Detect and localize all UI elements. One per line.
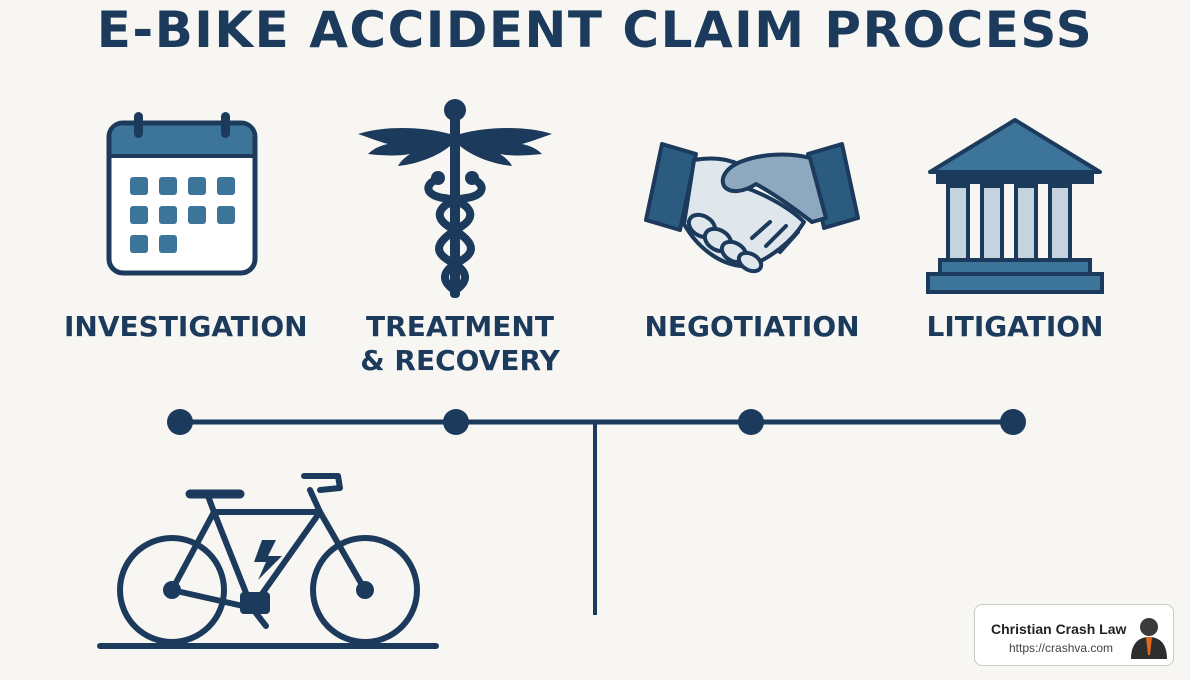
brand-url[interactable]: https://crashva.com [1009, 641, 1114, 655]
timeline-node-investigation [167, 409, 193, 435]
timeline-node-litigation [1000, 409, 1026, 435]
step-label-litigation: LITIGATION [926, 310, 1104, 343]
brand-name: Christian Crash Law [991, 621, 1127, 637]
caduceus-icon [358, 99, 552, 298]
step-label-negotiation: NEGOTIATION [644, 310, 860, 343]
calendar-icon [106, 112, 258, 276]
courthouse-icon [926, 118, 1104, 294]
page-title: E-BIKE ACCIDENT CLAIM PROCESS [96, 1, 1094, 59]
step-label-treatment-recovery: TREATMENT & RECOVERY [360, 310, 560, 377]
step-label-investigation: INVESTIGATION [64, 310, 308, 343]
avatar [1131, 618, 1167, 659]
handshake-icon [644, 142, 860, 274]
timeline-node-negotiation [738, 409, 764, 435]
timeline-node-treatment [443, 409, 469, 435]
brand-badge[interactable]: Christian Crash Law https://crashva.com [974, 604, 1174, 666]
